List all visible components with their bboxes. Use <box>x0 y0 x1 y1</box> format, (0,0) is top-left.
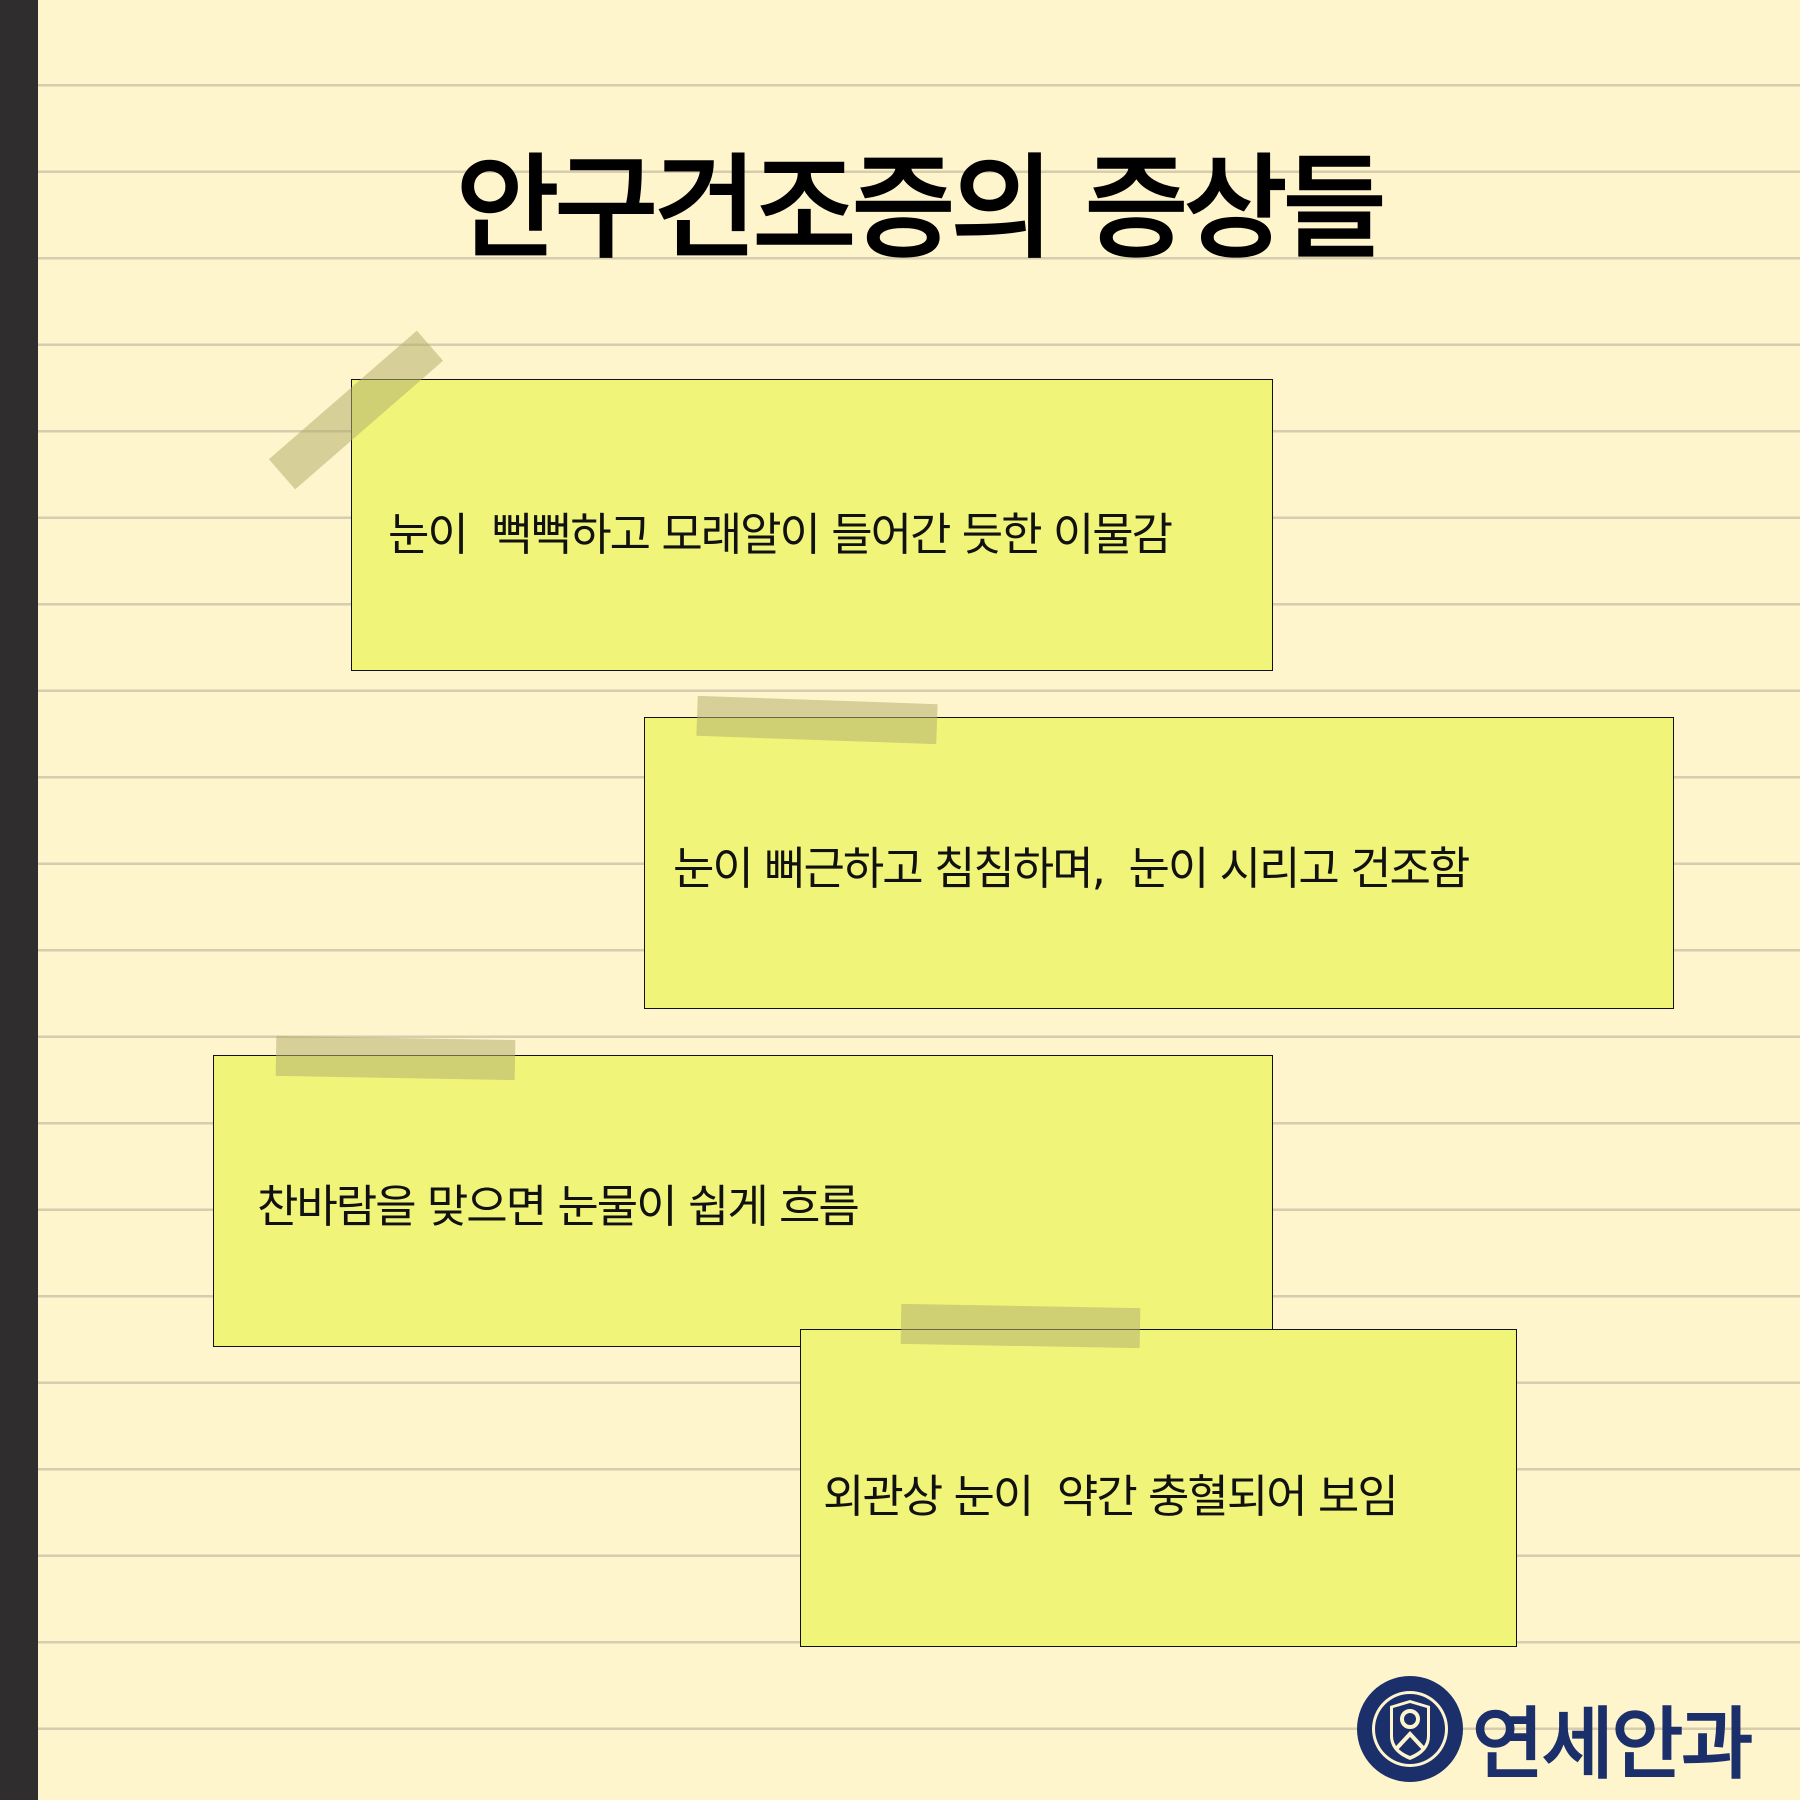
left-binding-bar <box>0 0 38 1800</box>
sticky-note-3: 찬바람을 맞으면 눈물이 쉽게 흐름 <box>213 1055 1273 1347</box>
note-text: 눈이 뻑뻑하고 모래알이 들어간 듯한 이물감 <box>388 508 1173 561</box>
brand-name: 연세안과 <box>1472 1700 1753 1790</box>
sticky-note-4: 외관상 눈이 약간 충혈되어 보임 <box>800 1329 1517 1647</box>
page-title: 안구건조증의 증상들 <box>455 144 1386 274</box>
tape <box>275 1035 516 1081</box>
tape <box>900 1303 1141 1349</box>
yonsei-seal-logo <box>1357 1676 1463 1782</box>
tape <box>696 695 938 745</box>
note-text: 찬바람을 맞으면 눈물이 쉽게 흐름 <box>257 1180 860 1233</box>
sticky-note-2: 눈이 뻐근하고 침침하며, 눈이 시리고 건조함 <box>644 717 1674 1009</box>
sticky-note-1: 눈이 뻑뻑하고 모래알이 들어간 듯한 이물감 <box>351 379 1273 671</box>
note-text: 외관상 눈이 약간 충혈되어 보임 <box>823 1470 1399 1523</box>
note-text: 눈이 뻐근하고 침침하며, 눈이 시리고 건조함 <box>673 842 1470 895</box>
